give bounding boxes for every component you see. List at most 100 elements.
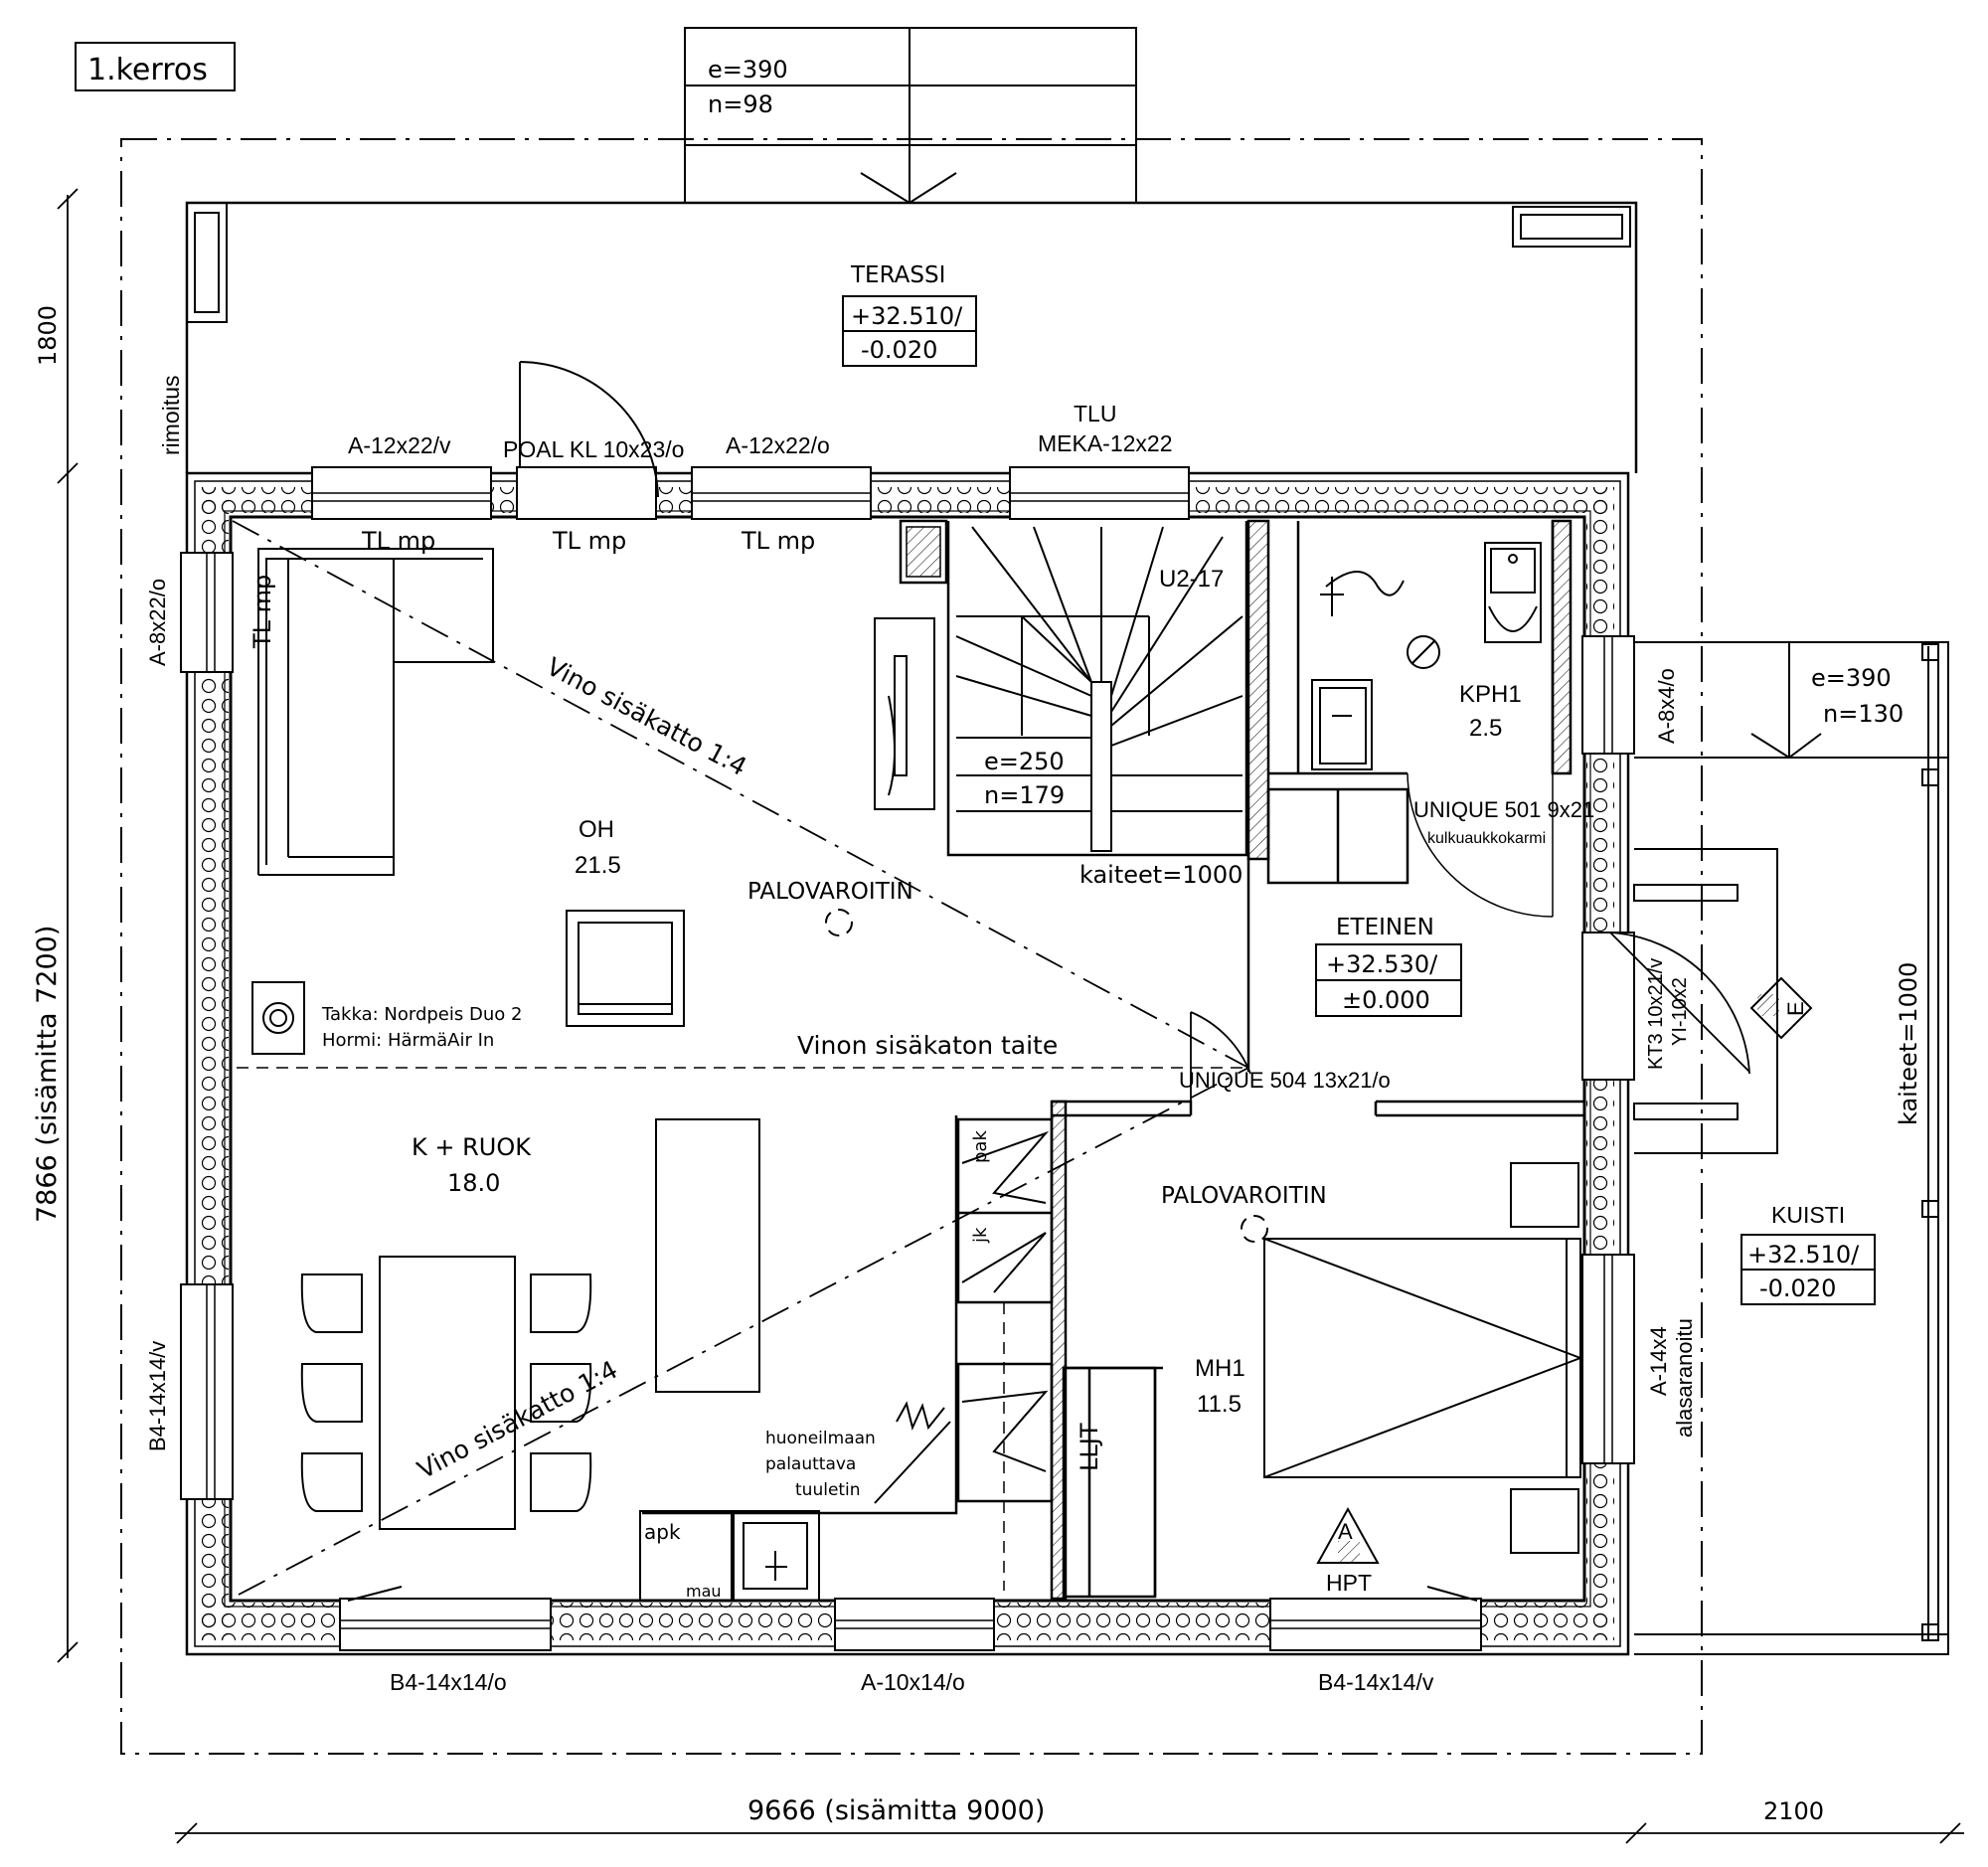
mh1-name: MH1 (1195, 1355, 1245, 1382)
dim-height-total: 7866 (sisämitta 7200) (32, 926, 63, 1223)
tuuletin-line-2: palauttava (765, 1454, 856, 1474)
oh-area: 21.5 (575, 852, 621, 879)
window-right-bottom (1581, 1254, 1635, 1464)
door-top-terrace (516, 466, 657, 520)
dim-height-terrace: 1800 (34, 305, 62, 366)
smoke-detector-2 (1241, 1215, 1268, 1243)
window-bottom-mid-label: A-10x14/o (861, 1669, 965, 1695)
ceiling-slope-lines (232, 520, 1249, 1596)
door-top-label: POAL KL 10x23/o (503, 436, 684, 462)
tlu-label: TLU (1074, 401, 1116, 426)
takka-label: Takka: Nordpeis Duo 2 (321, 1004, 522, 1025)
vinon-taite-label: Vinon sisäkaton taite (797, 1031, 1058, 1060)
door-right-entry (1581, 932, 1635, 1081)
bathroom-fixtures (1311, 542, 1542, 770)
tl-mp-1: TL mp (361, 527, 435, 555)
window-bottom-right-label: B4-14x14/v (1318, 1669, 1434, 1695)
stair-right-rise: e=390 (1811, 664, 1892, 692)
dim-width-porch: 2100 (1763, 1797, 1824, 1825)
kulkuaukko-label: kulkuaukkokarmi (1427, 830, 1546, 847)
kitchen-name: K + RUOK (412, 1133, 532, 1161)
fireplace (251, 981, 305, 1055)
window-top-mid-label: A-12x22/o (726, 432, 830, 458)
kph-name: KPH1 (1459, 681, 1522, 708)
section-marker-a (1316, 1506, 1380, 1564)
terrace-vent-left (186, 202, 228, 323)
kitchen-counter-bottom (639, 1510, 820, 1602)
dim-width-total: 9666 (sisämitta 9000) (747, 1795, 1045, 1826)
stair-code: U2-17 (1159, 566, 1224, 593)
dashed-lines (237, 1067, 1248, 1591)
terrace-stair (684, 27, 1137, 205)
vent-symbol (874, 1401, 951, 1504)
window-bottom-right (1269, 1598, 1482, 1651)
vino-label-1: Vino sisäkatto 1:4 (542, 652, 751, 781)
kph-area: 2.5 (1469, 715, 1502, 742)
plan-title: 1.kerros (87, 53, 208, 87)
hormi-label: Hormi: HärmäAir In (322, 1030, 494, 1051)
jk-label: jk (970, 1227, 991, 1244)
kuisti-level-box (1740, 1234, 1876, 1305)
window-glass-lines (206, 492, 1613, 1629)
terrace-level-b: -0.020 (861, 336, 937, 364)
dining-table (379, 1256, 516, 1530)
section-e-label: E (1783, 1001, 1808, 1016)
nightstands (1510, 1162, 1579, 1554)
kuisti-level-b: -0.020 (1759, 1274, 1836, 1302)
window-right-top-label: A-8x4/o (1654, 668, 1679, 744)
kuisti-name: KUISTI (1771, 1202, 1845, 1228)
oh-name: OH (579, 816, 614, 843)
stair-count: n=179 (984, 781, 1065, 809)
window-top-left-label: A-12x22/v (348, 432, 451, 458)
main-stair (955, 526, 1243, 852)
stair-top-rise: e=390 (708, 56, 788, 84)
unique-501-label: UNIQUE 501 9x21 (1413, 797, 1594, 822)
bed (1263, 1238, 1581, 1478)
window-right-bottom-label-b: alasaranoitu (1672, 1318, 1697, 1438)
chimney (906, 526, 941, 578)
window-right-bottom-label-a: A-14x4 (1646, 1326, 1671, 1396)
pak-label: pak (970, 1130, 991, 1163)
kuisti-level-a: +32.510/ (1747, 1241, 1860, 1269)
armchair (566, 910, 685, 1027)
apk-label: apk (644, 1520, 681, 1544)
dimension-lines (57, 188, 1964, 1844)
section-a-label: A (1338, 1519, 1353, 1544)
eteinen-name: ETEINEN (1336, 915, 1434, 940)
stair-right-count: n=130 (1823, 700, 1904, 728)
plot-boundary (120, 138, 1703, 1755)
stair-railing: kaiteet=1000 (1079, 861, 1242, 889)
bath-door-swing (1407, 772, 1554, 918)
window-right-top (1581, 635, 1635, 755)
window-bottom-mid (834, 1598, 995, 1651)
title-box: 1.kerros (75, 42, 236, 91)
tuuletin-line-1: huoneilmaan (765, 1429, 876, 1448)
stair-top-count: n=98 (708, 90, 773, 118)
window-bottom-left (339, 1598, 552, 1651)
sofa (257, 548, 494, 876)
door-right-label-a: KT3 10x21/v (1645, 958, 1667, 1070)
terrace-vent-right (1512, 206, 1631, 248)
mh1-door-swing (1190, 1011, 1251, 1102)
terrace-level-box (842, 295, 977, 367)
window-left-top-label: A-8x22/o (145, 579, 170, 666)
mh1-area: 11.5 (1197, 1391, 1242, 1418)
smoke-detector-1 (825, 909, 853, 936)
dining-chairs (300, 1273, 592, 1512)
eteinen-level-b: ±0.000 (1342, 986, 1430, 1014)
hpt-label: HPT (1326, 1570, 1372, 1596)
section-cut-ticks (347, 1586, 1478, 1602)
tl-mp-3: TL mp (741, 527, 815, 555)
sideboard (874, 617, 935, 810)
mau-label: mau (686, 1582, 722, 1601)
interior-walls (642, 519, 1584, 1601)
eteinen-level-box (1315, 943, 1462, 1017)
palovaroitin-1: PALOVAROITIN (747, 879, 913, 905)
window-top-right-label: MEKA-12x22 (1038, 430, 1173, 456)
palovaroitin-2: PALOVAROITIN (1161, 1183, 1327, 1209)
porch-railing: kaiteet=1000 (1895, 962, 1922, 1125)
tl-mp-2: TL mp (552, 527, 626, 555)
terrace-name: TERASSI (850, 262, 945, 288)
tl-mp-4: TL mp (248, 575, 276, 649)
